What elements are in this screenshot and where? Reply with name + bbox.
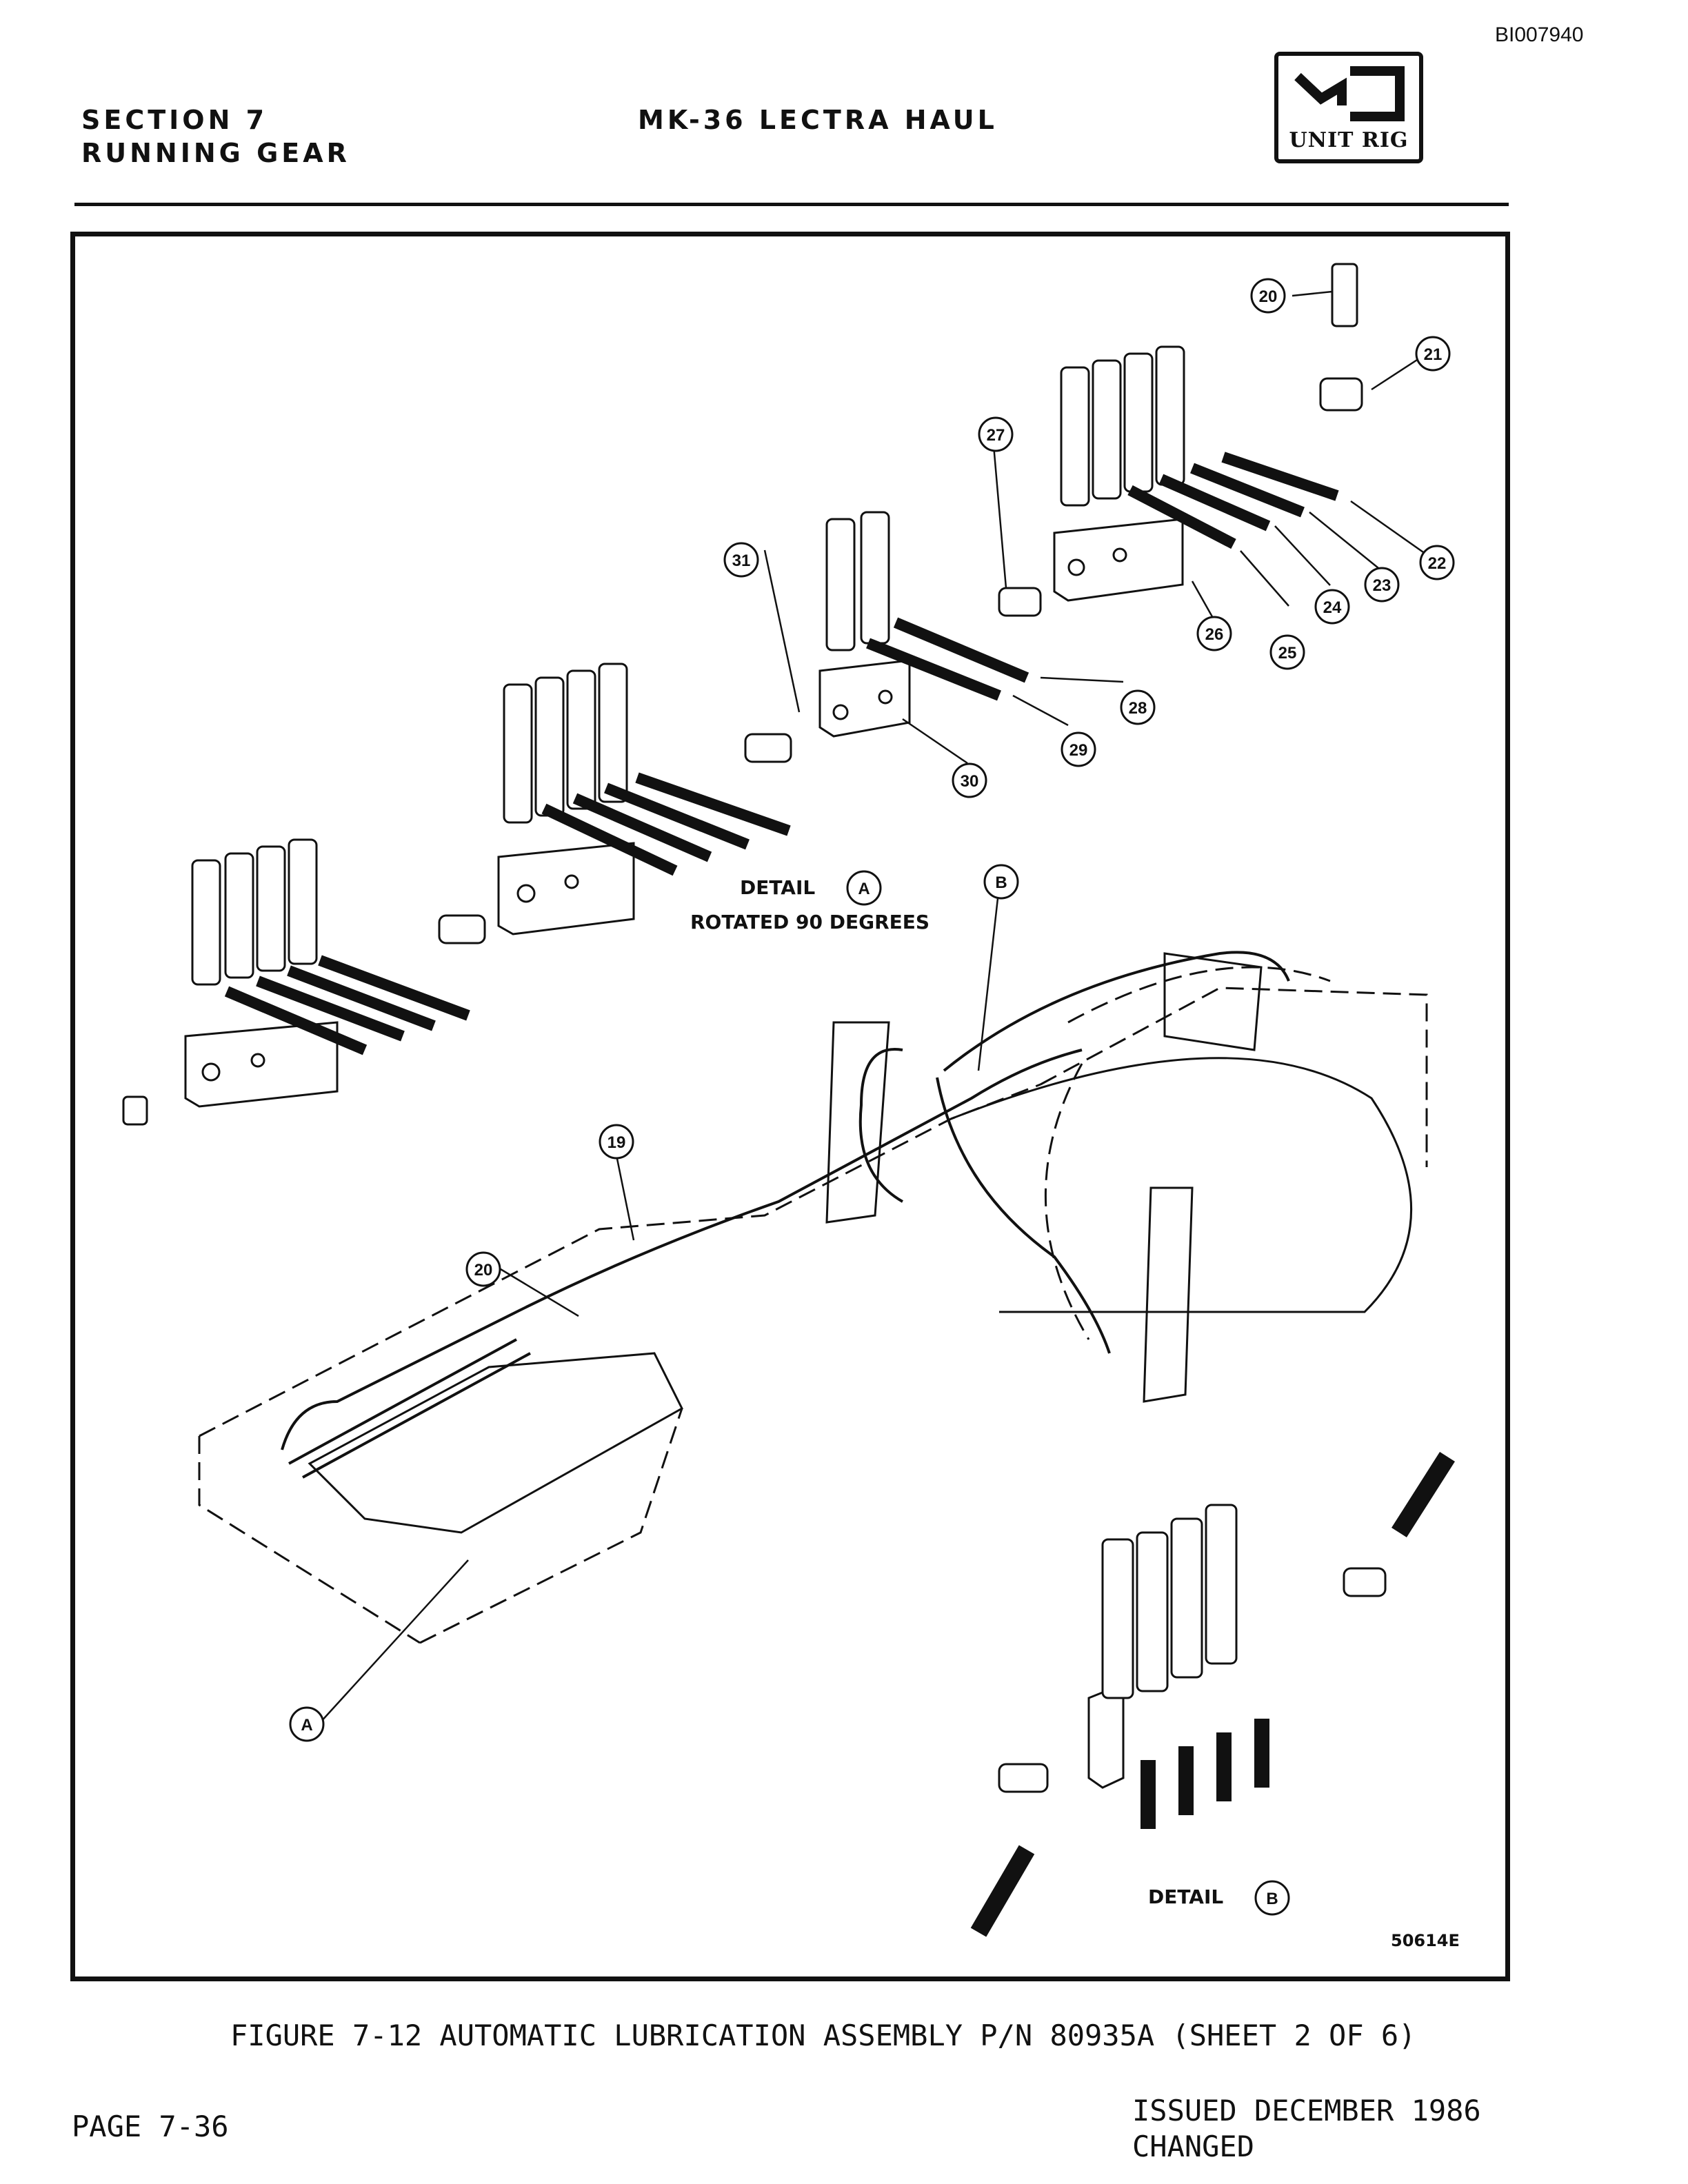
lubrication-assembly-drawing: 20 21 22 23 24 25 26 27 28 29 30 31 B 19… xyxy=(122,263,1460,1950)
figure-frame xyxy=(70,232,1510,1981)
callout-28-circle xyxy=(1120,689,1156,725)
callout-31: 31 xyxy=(732,552,751,570)
callout-20b-circle xyxy=(465,1251,501,1287)
callout-b-circle xyxy=(983,864,1019,900)
callout-20-lower: 20 xyxy=(474,1261,493,1280)
drawing-number: 50614E xyxy=(1391,1931,1460,1950)
vehicle-frame-outline xyxy=(198,966,1428,1644)
section-number: SECTION 7 xyxy=(81,105,268,135)
detail-b-valve-block xyxy=(970,1452,1455,1937)
callout-20: 20 xyxy=(1259,287,1278,306)
lube-block-1 xyxy=(122,838,486,1126)
lube-block-3 xyxy=(818,511,1042,738)
callout-21: 21 xyxy=(1424,345,1443,364)
page-number: PAGE 7-36 xyxy=(72,2110,229,2143)
callout-21-circle xyxy=(1415,336,1451,372)
callout-25: 25 xyxy=(1278,644,1297,663)
detail-a-rotated: ROTATED 90 DEGREES xyxy=(690,911,930,933)
callout-23: 23 xyxy=(1373,576,1391,595)
callout-23-circle xyxy=(1364,567,1400,603)
callout-27-circle xyxy=(978,416,1014,452)
detail-b-circle xyxy=(1254,1880,1290,1916)
callout-19: 19 xyxy=(607,1133,626,1152)
callout-b: B xyxy=(995,873,1007,892)
section-name: RUNNING GEAR xyxy=(81,138,350,168)
lube-lines xyxy=(281,951,1290,1479)
leader-lines xyxy=(319,290,1431,1723)
manual-title: MK-36 LECTRA HAUL xyxy=(638,105,998,135)
changed-label: CHANGED xyxy=(1132,2130,1255,2163)
callout-22-circle xyxy=(1419,545,1455,580)
callout-a-circle xyxy=(289,1706,325,1742)
issued-date: ISSUED DECEMBER 1986 xyxy=(1132,2094,1481,2127)
section-heading: SECTION 7 RUNNING GEAR xyxy=(81,103,350,170)
detail-b-label: DETAIL xyxy=(1148,1885,1223,1908)
lube-block-2 xyxy=(497,663,792,936)
detail-labels: DETAIL A ROTATED 90 DEGREES DETAIL B 506… xyxy=(690,876,1460,1950)
lube-block-4 xyxy=(1053,263,1363,602)
callout-29-circle xyxy=(1061,731,1096,767)
callout-24: 24 xyxy=(1323,598,1342,617)
callout-28: 28 xyxy=(1129,699,1147,718)
callout-25-circle xyxy=(1269,634,1305,670)
unit-rig-logo: UNIT RIG xyxy=(1274,52,1423,163)
callout-26: 26 xyxy=(1205,625,1224,644)
callout-a: A xyxy=(301,1716,312,1735)
callout-22: 22 xyxy=(1428,554,1447,573)
figure-caption: FIGURE 7-12 AUTOMATIC LUBRICATION ASSEMB… xyxy=(230,2019,1416,2052)
callout-31-circle xyxy=(723,542,759,578)
callout-24-circle xyxy=(1314,589,1350,625)
callouts xyxy=(289,278,1455,1916)
logo-text: UNIT RIG xyxy=(1289,128,1409,152)
detail-a-letter: A xyxy=(858,880,870,898)
logo-mark-icon xyxy=(1294,66,1405,121)
header-rule xyxy=(74,203,1509,206)
callout-30: 30 xyxy=(961,772,979,791)
callout-30-circle xyxy=(952,762,987,798)
callout-19-circle xyxy=(599,1124,634,1160)
callout-20-circle xyxy=(1250,278,1286,314)
issue-info: ISSUED DECEMBER 1986 CHANGED xyxy=(1132,2093,1481,2165)
callout-27: 27 xyxy=(987,426,1005,445)
detail-b-letter: B xyxy=(1266,1890,1278,1908)
document-id: BI007940 xyxy=(1495,23,1584,46)
callout-29: 29 xyxy=(1069,741,1088,760)
detail-a-circle xyxy=(846,870,882,906)
detail-a-label: DETAIL xyxy=(740,876,815,899)
callout-numbers: 20 21 22 23 24 25 26 27 28 29 30 31 B 19… xyxy=(301,287,1446,1735)
vehicle-frame-solid xyxy=(308,952,1412,1534)
callout-26-circle xyxy=(1196,616,1232,651)
